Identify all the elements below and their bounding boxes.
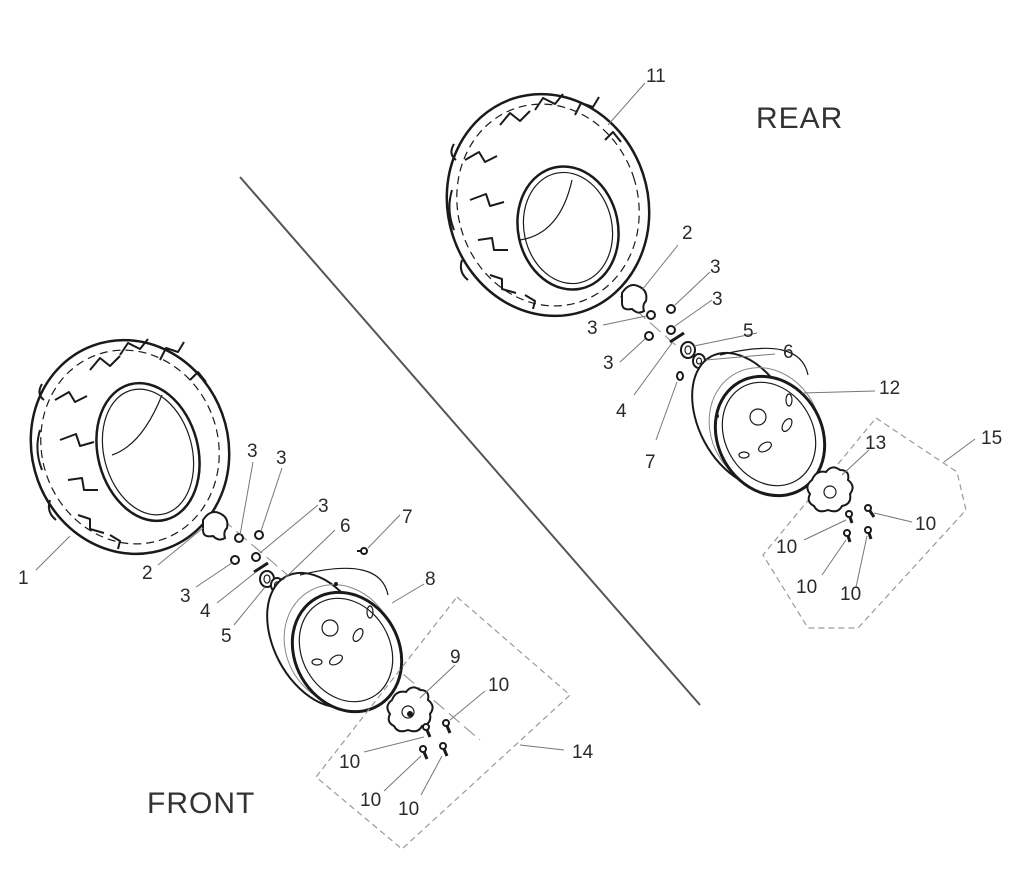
front-nut[interactable] [230,555,240,565]
callout-front-nut: 3 [247,441,258,462]
front-nut[interactable] [251,552,261,562]
front-rim[interactable] [246,555,423,732]
callout-rear-nut: 3 [603,353,614,374]
front-bolt[interactable] [439,742,449,757]
callout-rear-bolt: 10 [915,514,936,535]
callout-rear-valve: 7 [645,452,656,473]
rear-nut[interactable] [646,310,656,320]
callout-rear-tire: 11 [646,66,666,87]
front-hub-kit-outline [315,596,571,850]
callout-front-tire: 1 [18,568,29,589]
rear-rim[interactable] [671,335,846,516]
rear-hub-kit-outline [762,417,967,629]
rear-hub[interactable] [806,466,854,513]
callout-front-cotter-pin: 4 [200,601,211,622]
rear-nut[interactable] [644,331,654,341]
front-nut[interactable] [254,530,264,540]
callout-rear-castle-nut: 5 [743,321,754,342]
callout-front-nut: 3 [276,448,287,469]
callout-rear-bolt: 10 [796,577,817,598]
front-hub[interactable] [386,686,434,733]
callout-front-valve-cap: 2 [142,563,153,584]
callout-front-nut: 3 [180,586,191,607]
rear-valve[interactable] [676,371,684,381]
callout-rear-hub: 13 [865,433,886,454]
rear-cotter-pin[interactable] [669,331,685,344]
front-valve-cap[interactable] [202,511,229,541]
rear-bolt[interactable] [864,504,876,518]
section-divider [239,176,701,706]
callout-front-nut: 3 [318,496,329,517]
callout-rear-cotter-pin: 4 [616,401,627,422]
rear-valve-cap[interactable] [621,284,648,314]
rear-castle-nut[interactable] [680,341,696,359]
callout-front-castle-nut: 5 [221,626,232,647]
callout-front-rim: 8 [425,569,436,590]
rear-assembly: 11 2 3 3 3 3 4 5 6 7 12 13 15 10 10 10 1… [418,66,1002,629]
front-cotter-pin[interactable] [253,561,269,574]
rear-bolt[interactable] [845,510,854,524]
callout-front-bolt: 10 [488,675,509,696]
front-bolt[interactable] [419,745,429,760]
callout-front-washer: 6 [340,516,351,537]
callout-front-hub: 9 [450,647,461,668]
front-bolt[interactable] [422,723,432,738]
callout-rear-nut: 3 [587,318,598,339]
callout-front-hub-kit: 14 [572,742,594,763]
callout-rear-nut: 3 [712,289,723,310]
callout-rear-bolt: 10 [840,584,861,605]
callout-front-bolt: 10 [360,790,381,811]
rear-section-title: REAR [756,102,843,135]
rear-nut[interactable] [666,325,676,335]
rear-nut[interactable] [666,304,676,314]
callout-front-bolt: 10 [398,799,419,820]
rear-tire[interactable] [418,68,677,343]
front-section-title: FRONT [147,787,255,820]
front-bolt[interactable] [442,719,452,734]
callout-rear-nut: 3 [710,257,721,278]
callout-rear-rim: 12 [879,378,900,399]
callout-front-bolt: 10 [339,752,360,773]
callout-rear-valve-cap: 2 [682,223,693,244]
front-nut[interactable] [234,533,244,543]
callout-rear-bolt: 10 [776,537,797,558]
callout-rear-washer: 6 [783,342,794,363]
callout-rear-hub-kit: 15 [981,428,1002,449]
rear-bolt[interactable] [843,529,852,543]
callout-front-valve: 7 [402,507,413,528]
front-tire[interactable] [1,312,259,582]
front-assembly: 1 2 3 3 3 3 4 5 6 7 8 9 10 10 10 10 14 [1,312,594,850]
front-valve[interactable] [357,547,368,555]
rear-bolt[interactable] [864,526,873,540]
